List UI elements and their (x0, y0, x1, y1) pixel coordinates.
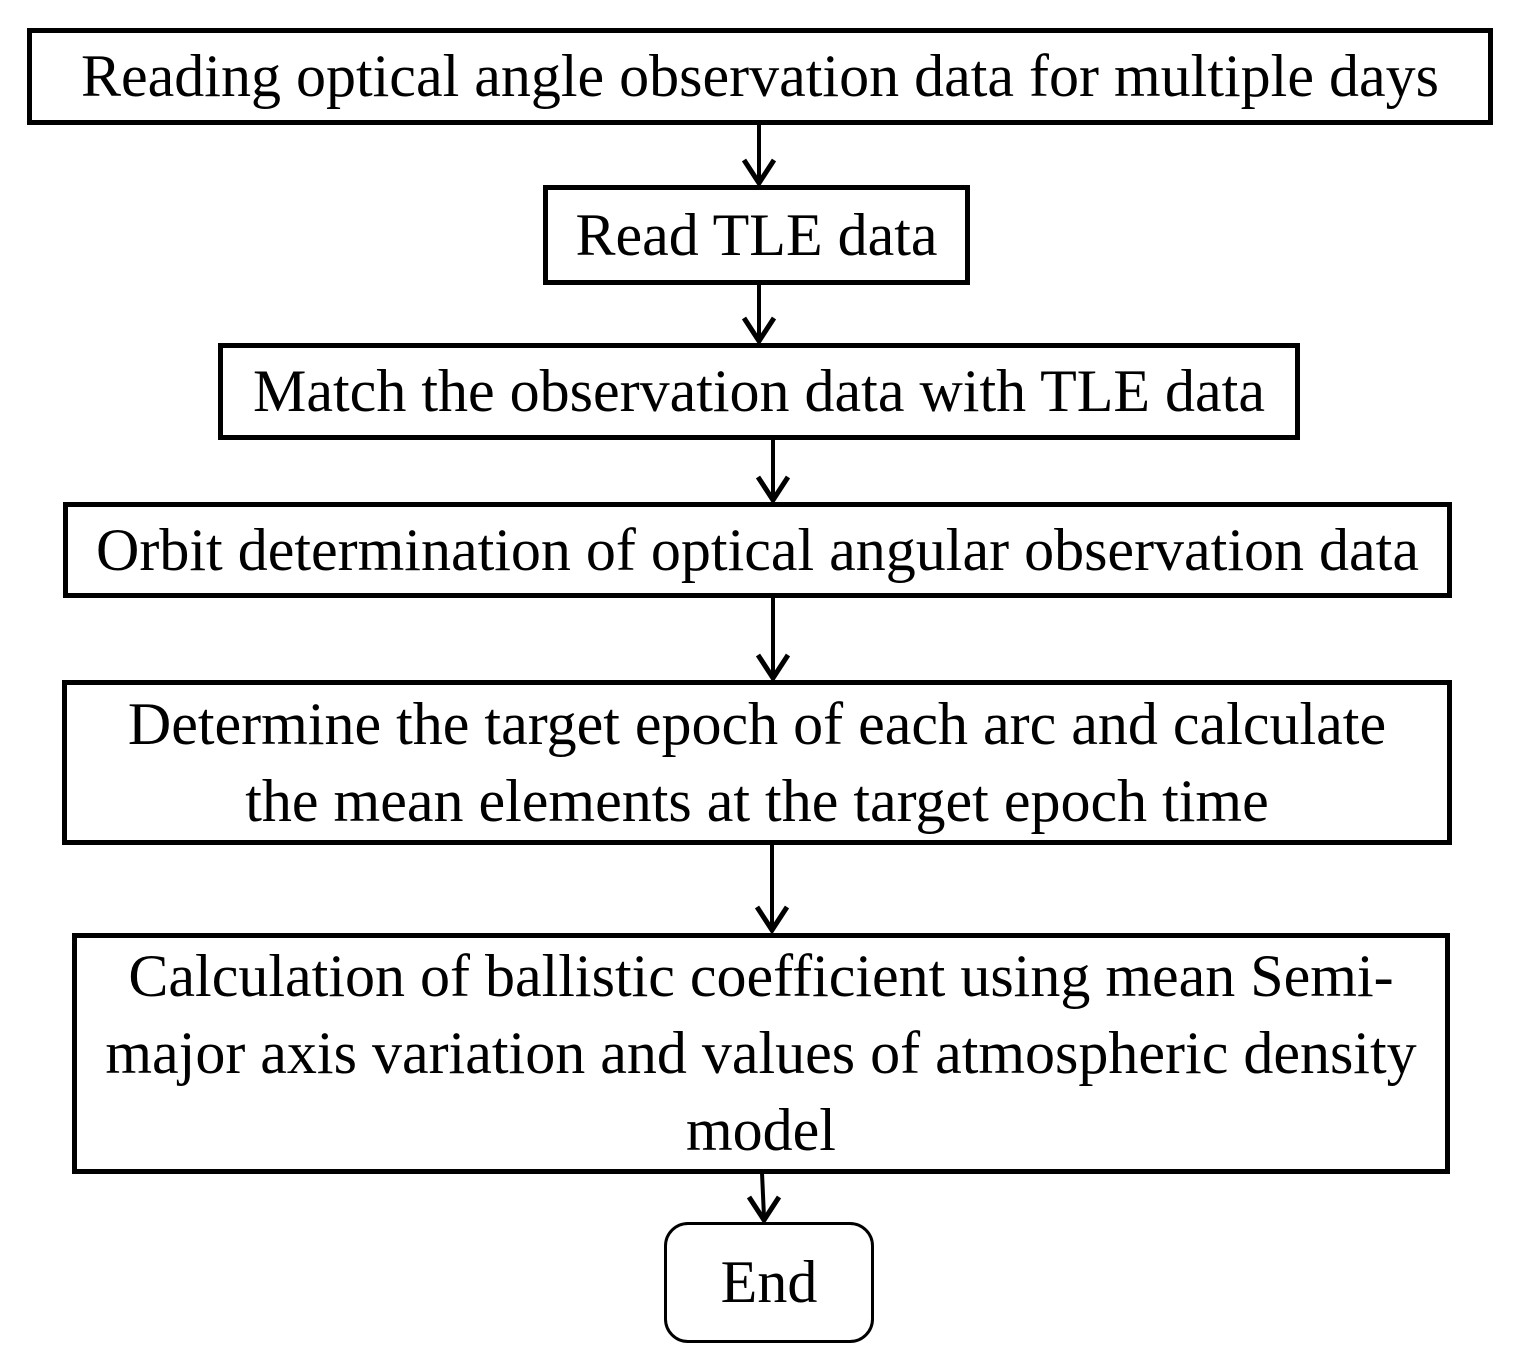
arrow-head (754, 905, 790, 935)
flow-node-orbit-determination: Orbit determination of optical angular o… (63, 502, 1452, 598)
arrow-head (741, 316, 777, 346)
node-label-line: the mean elements at the target epoch ti… (245, 767, 1269, 834)
flow-node-target-epoch: Determine the target epoch of each arc a… (62, 680, 1452, 845)
arrow-head (746, 1195, 782, 1225)
node-label-line: Calculation of ballistic coefficient usi… (128, 943, 1394, 1009)
node-label-line: Read TLE data (575, 201, 938, 268)
node-label-line: major axis variation and values of atmos… (105, 1020, 1417, 1086)
node-label-line: Match the observation data with TLE data (253, 358, 1265, 424)
arrow-orbit-determination-to-target-epoch (755, 597, 791, 683)
arrow-head (755, 653, 791, 683)
node-label-line: model (686, 1097, 836, 1163)
flow-node-ballistic-coefficient: Calculation of ballistic coefficient usi… (72, 933, 1450, 1174)
flow-node-read-tle: Read TLE data (543, 185, 970, 285)
flow-node-read-observation: Reading optical angle observation data f… (27, 28, 1493, 125)
arrow-head (741, 158, 777, 188)
flow-node-match-data: Match the observation data with TLE data (218, 343, 1300, 440)
arrow-read-tle-to-match-data (741, 284, 777, 346)
node-label-line: Reading optical angle observation data f… (81, 43, 1439, 109)
node-label-line: End (720, 1249, 818, 1315)
arrow-ballistic-coefficient-to-end (746, 1172, 782, 1225)
arrow-read-observation-to-read-tle (741, 124, 777, 188)
arrow-target-epoch-to-ballistic-coefficient (754, 844, 790, 935)
arrow-shaft (760, 1172, 766, 1218)
arrow-head (755, 475, 791, 505)
arrow-match-data-to-orbit-determination (755, 439, 791, 505)
node-label-line: Orbit determination of optical angular o… (96, 516, 1419, 583)
flow-node-end: End (664, 1222, 874, 1343)
node-label-line: Determine the target epoch of each arc a… (127, 690, 1387, 757)
